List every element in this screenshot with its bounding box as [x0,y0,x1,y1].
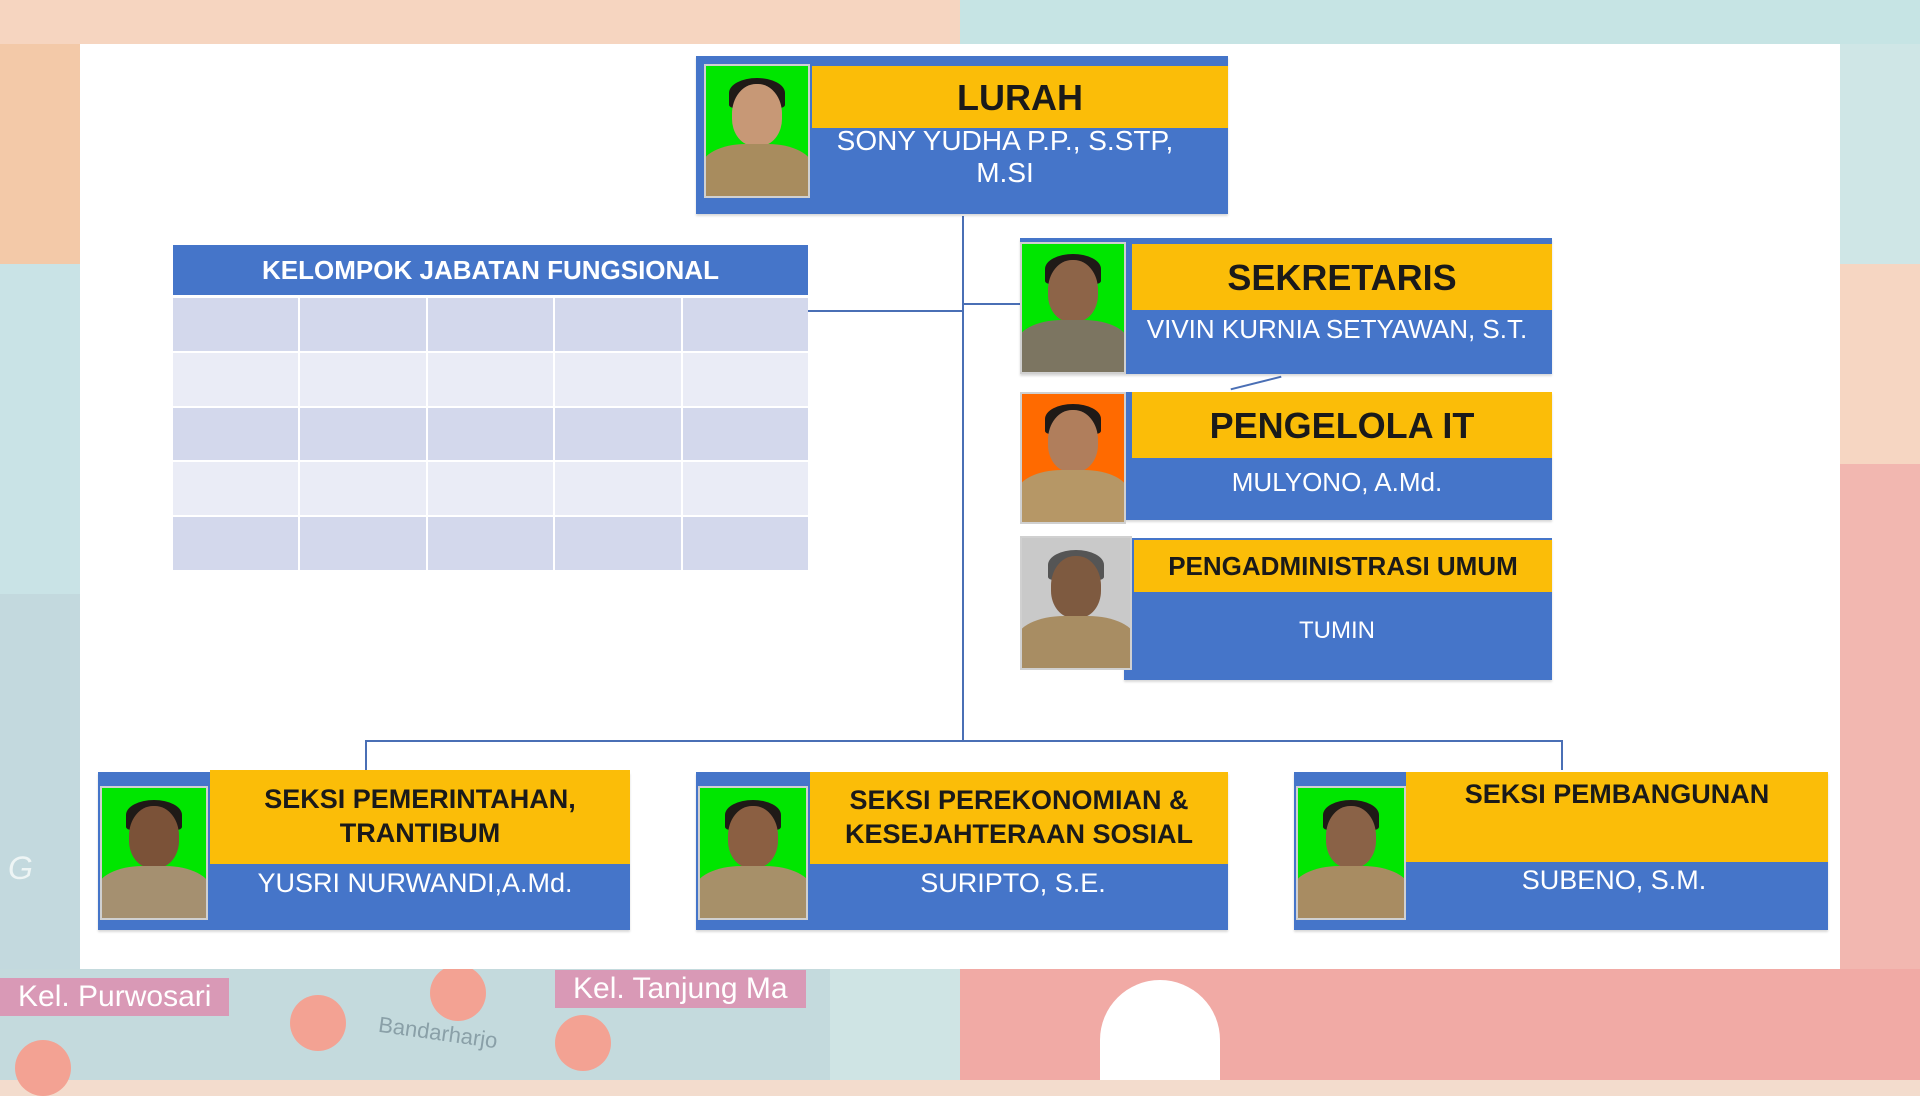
bg-right-strip-2 [1840,264,1920,464]
bg-right-strip-3 [1840,464,1920,969]
pengadministrasi-name: TUMIN [1299,617,1375,644]
bg-map-pin-4 [15,1040,71,1096]
connector-to-sekretaris [962,303,1020,305]
map-label-purwosari: Kel. Purwosari [0,978,230,1016]
table-cell [300,298,426,351]
bg-top-left [0,0,960,44]
table-cell [682,407,808,461]
table-cell [555,298,681,351]
bg-map-pin-1 [290,995,346,1051]
table-cell [682,462,808,516]
pengelola-it-title: PENGELOLA IT [1132,392,1552,458]
lurah-title: LURAH [812,66,1228,128]
table-cell [555,407,681,461]
table-cell [173,407,299,461]
bg-map-pin-3 [555,1015,611,1071]
connector-bottom-horizontal [365,740,1563,742]
table-cell [555,462,681,516]
table-cell [173,352,299,406]
connector-drop-right [1561,740,1563,770]
lurah-photo [704,64,810,198]
seksi-pemerintahan-title-line2: TRANTIBUM [339,818,501,848]
pengelola-it-name: MULYONO, A.Md. [1231,466,1443,497]
bg-bottom-arch [1100,980,1220,1080]
fungsional-title: KELOMPOK JABATAN FUNGSIONAL [173,245,808,295]
seksi-pembangunan-name: SUBENO, S.M. [1521,864,1707,895]
map-label-g: G [8,850,33,886]
sekretaris-title: SEKRETARIS [1132,244,1552,310]
seksi-perekonomian-title-line1: SEKSI PEREKONOMIAN & [849,785,1189,816]
table-cell [173,517,299,570]
bg-left-strip-2 [0,264,80,594]
table-cell [300,462,426,516]
table-cell [555,352,681,406]
bg-bottom-pink [830,969,960,1080]
bg-map-pin-2 [430,965,486,1021]
seksi-pemerintahan-title-line1: SEKSI PEMERINTAHAN, [264,784,576,815]
bg-left-strip [0,44,80,264]
table-cell [300,352,426,406]
seksi-pembangunan-title: SEKSI PEMBANGUNAN [1406,772,1828,862]
bg-top-right [960,0,1920,44]
bg-left-strip-3 [0,594,80,969]
seksi-pemerintahan-name: YUSRI NURWANDI,A.Md. [257,867,573,898]
table-cell [300,517,426,570]
seksi-perekonomian-photo [698,786,808,920]
table-cell [427,517,554,570]
fungsional-table [173,298,808,570]
table-cell [427,298,554,351]
seksi-pemerintahan-photo [100,786,208,920]
sekretaris-name: VIVIN KURNIA SETYAWAN, S.T. [1146,313,1528,344]
table-cell [682,352,808,406]
table-cell [427,462,554,516]
seksi-perekonomian-title: SEKSI PEREKONOMIAN & KESEJAHTERAAN SOSIA… [810,772,1228,864]
lurah-name: SONY YUDHA P.P., S.STP, M.SI [836,125,1174,188]
connector-main-vertical [962,216,964,740]
seksi-pembangunan-photo [1296,786,1406,920]
connector-drop-left [365,740,367,770]
seksi-perekonomian-title-line2: KESEJAHTERAAN SOSIAL [844,819,1194,849]
seksi-perekonomian-name: SURIPTO, S.E. [920,867,1106,898]
table-cell [173,298,299,351]
table-cell [427,352,554,406]
seksi-pemerintahan-title: SEKSI PEMERINTAHAN, TRANTIBUM [210,770,630,864]
pengelola-it-photo [1020,392,1126,524]
table-cell [300,407,426,461]
pengadministrasi-photo [1020,536,1132,670]
table-cell [682,517,808,570]
table-cell [682,298,808,351]
table-cell [427,407,554,461]
pengadministrasi-title: PENGADMINISTRASI UMUM [1134,540,1552,592]
sekretaris-photo [1020,242,1126,374]
table-cell [555,517,681,570]
connector-to-fungsional [808,310,962,312]
table-cell [173,462,299,516]
map-label-tanjung: Kel. Tanjung Ma [555,970,806,1008]
bg-right-strip [1840,44,1920,264]
